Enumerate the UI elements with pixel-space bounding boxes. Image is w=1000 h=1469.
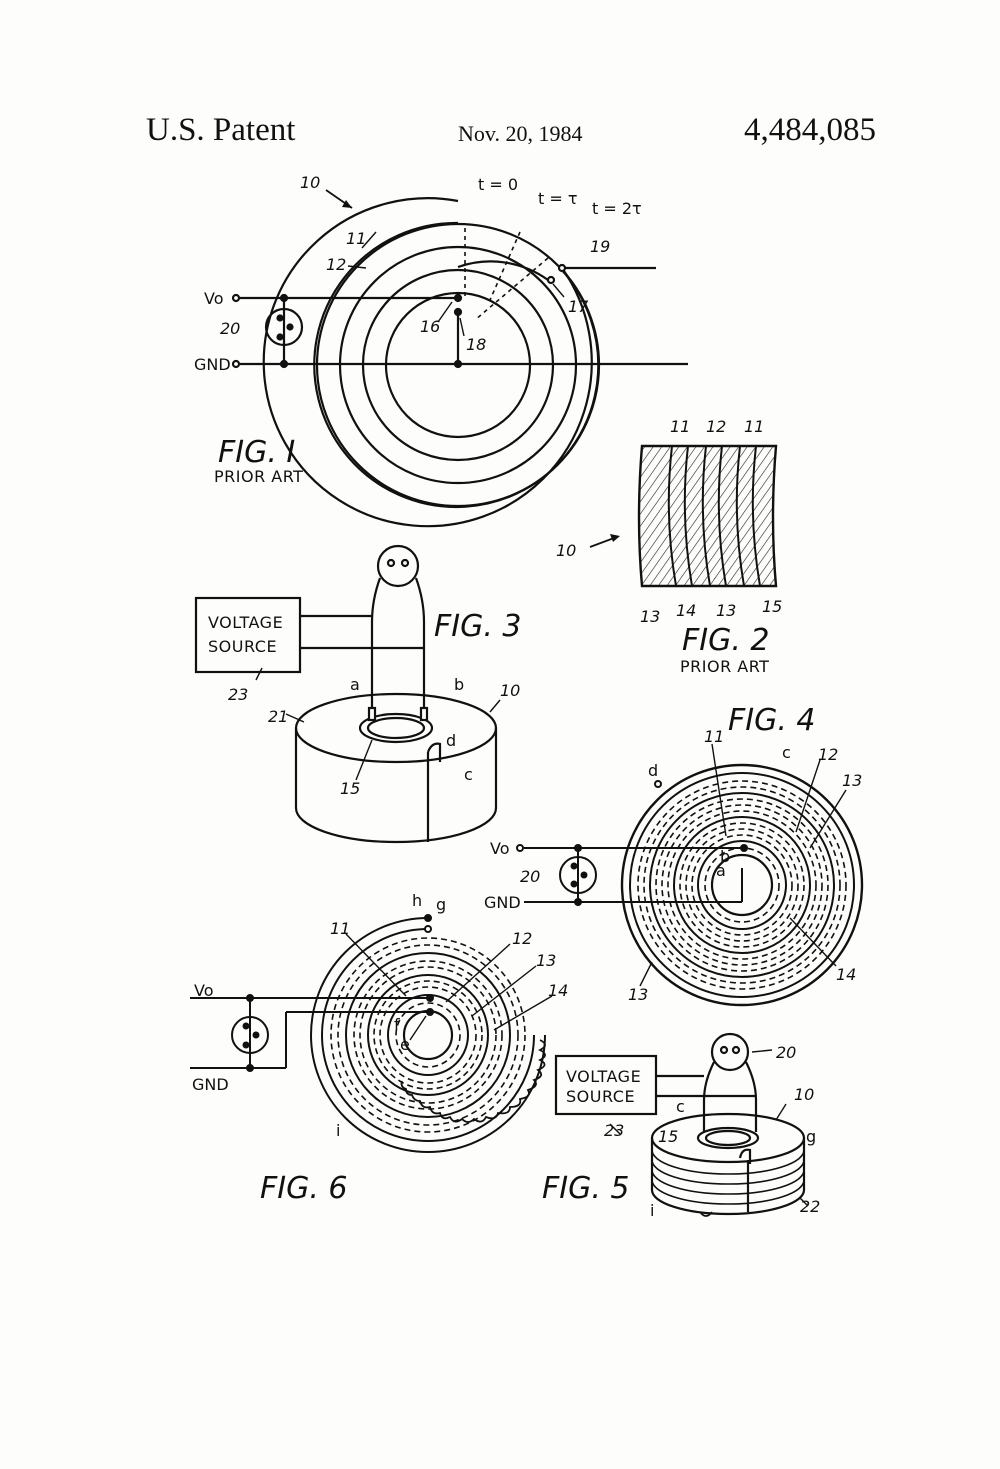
fig2-bot-13a: 13: [640, 607, 660, 626]
fig4-c: c: [782, 743, 791, 762]
fig3-b: b: [454, 675, 464, 694]
fig1-ref-16: 16: [420, 317, 440, 336]
fig6-f: f: [394, 1015, 400, 1034]
fig4-vo: Vo: [490, 839, 510, 858]
fig1-t0: t = 0: [478, 175, 518, 194]
fig5-ref-22: 22: [800, 1197, 820, 1216]
fig1-vo: Vo: [204, 289, 224, 308]
fig1-ref-18: 18: [466, 335, 486, 354]
fig2-bot-14: 14: [676, 601, 696, 620]
fig1-ref-12: 12: [326, 255, 346, 274]
fig1-gnd: GND: [194, 355, 231, 374]
fig5-box-line2: SOURCE: [566, 1087, 635, 1106]
fig4-ref-11: 11: [704, 727, 724, 746]
fig6-ref-12: 12: [512, 929, 532, 948]
fig6-e: e: [400, 1035, 410, 1054]
fig6-title: FIG. 6: [260, 1171, 348, 1206]
fig1-title: FIG. I: [218, 435, 295, 470]
fig3-ref-21: 21: [268, 707, 288, 726]
fig3-voltage-source-box: [196, 598, 300, 672]
fig3-title: FIG. 3: [434, 609, 522, 644]
fig4-ref-13b: 13: [628, 985, 648, 1004]
fig5-ref-15: 15: [658, 1127, 678, 1146]
fig5-box-line1: VOLTAGE: [566, 1067, 641, 1086]
figure-6-labels: h g 11 12 13 14 Vo GND f e i FIG. 6: [192, 891, 568, 1206]
fig1-ref-10: 10: [300, 173, 320, 192]
fig6-gnd: GND: [192, 1075, 229, 1094]
fig2-ref-10: 10: [556, 541, 576, 560]
fig6-ref-13: 13: [536, 951, 556, 970]
fig5-ref-20: 20: [776, 1043, 796, 1062]
fig5-title: FIG. 5: [542, 1171, 630, 1206]
fig5-i: i: [650, 1201, 654, 1220]
fig1-caption: PRIOR ART: [214, 467, 303, 486]
fig4-ref-12: 12: [818, 745, 838, 764]
fig3-a: a: [350, 675, 360, 694]
fig5-g: g: [806, 1127, 816, 1146]
fig4-gnd: GND: [484, 893, 521, 912]
fig3-ref-10: 10: [500, 681, 520, 700]
fig6-g: g: [436, 895, 446, 914]
fig4-ref-13a: 13: [842, 771, 862, 790]
fig5-ref-23: 23: [604, 1121, 624, 1140]
figure-3-labels: VOLTAGE SOURCE FIG. 3 23 21 a b 10 d c 1…: [208, 609, 522, 798]
fig2-top-11a: 11: [670, 417, 690, 436]
fig1-ref-19: 19: [590, 237, 610, 256]
fig1-ref-17: 17: [568, 297, 589, 316]
fig3-box-line1: VOLTAGE: [208, 613, 283, 632]
fig4-a: a: [716, 861, 726, 880]
fig6-ref-11: 11: [330, 919, 350, 938]
fig5-ref-10: 10: [794, 1085, 814, 1104]
fig4-title: FIG. 4: [728, 703, 816, 738]
fig2-title: FIG. 2: [682, 623, 770, 658]
fig1-ref-11: 11: [346, 229, 366, 248]
figure-6: [190, 915, 552, 1152]
fig4-ref-20: 20: [520, 867, 540, 886]
fig3-ref-15: 15: [340, 779, 360, 798]
fig4-ref-14: 14: [836, 965, 856, 984]
fig1-t1: t = τ: [538, 189, 577, 208]
fig2-caption: PRIOR ART: [680, 657, 769, 676]
fig5-c: c: [676, 1097, 685, 1116]
fig6-vo: Vo: [194, 981, 214, 1000]
figure-5-labels: VOLTAGE SOURCE 20 10 c 23 15 g i 22 FIG.…: [542, 1043, 820, 1220]
figure-4: [517, 744, 862, 1005]
fig3-c: c: [464, 765, 473, 784]
figure-1-labels: 10 t = 0 t = τ t = 2τ 11 12 19 17 16 18 …: [194, 173, 642, 486]
fig2-bot-13b: 13: [716, 601, 736, 620]
fig1-t2: t = 2τ: [592, 199, 642, 218]
fig3-ref-23: 23: [228, 685, 248, 704]
fig4-d: d: [648, 761, 658, 780]
fig6-h: h: [412, 891, 422, 910]
fig6-ref-14: 14: [548, 981, 568, 1000]
fig3-d: d: [446, 731, 456, 750]
figure-2: [590, 446, 776, 586]
fig2-bot-15: 15: [762, 597, 782, 616]
fig3-box-line2: SOURCE: [208, 637, 277, 656]
fig1-ref-20: 20: [220, 319, 240, 338]
fig6-i: i: [336, 1121, 340, 1140]
fig2-top-11b: 11: [744, 417, 764, 436]
fig2-top-12: 12: [706, 417, 726, 436]
